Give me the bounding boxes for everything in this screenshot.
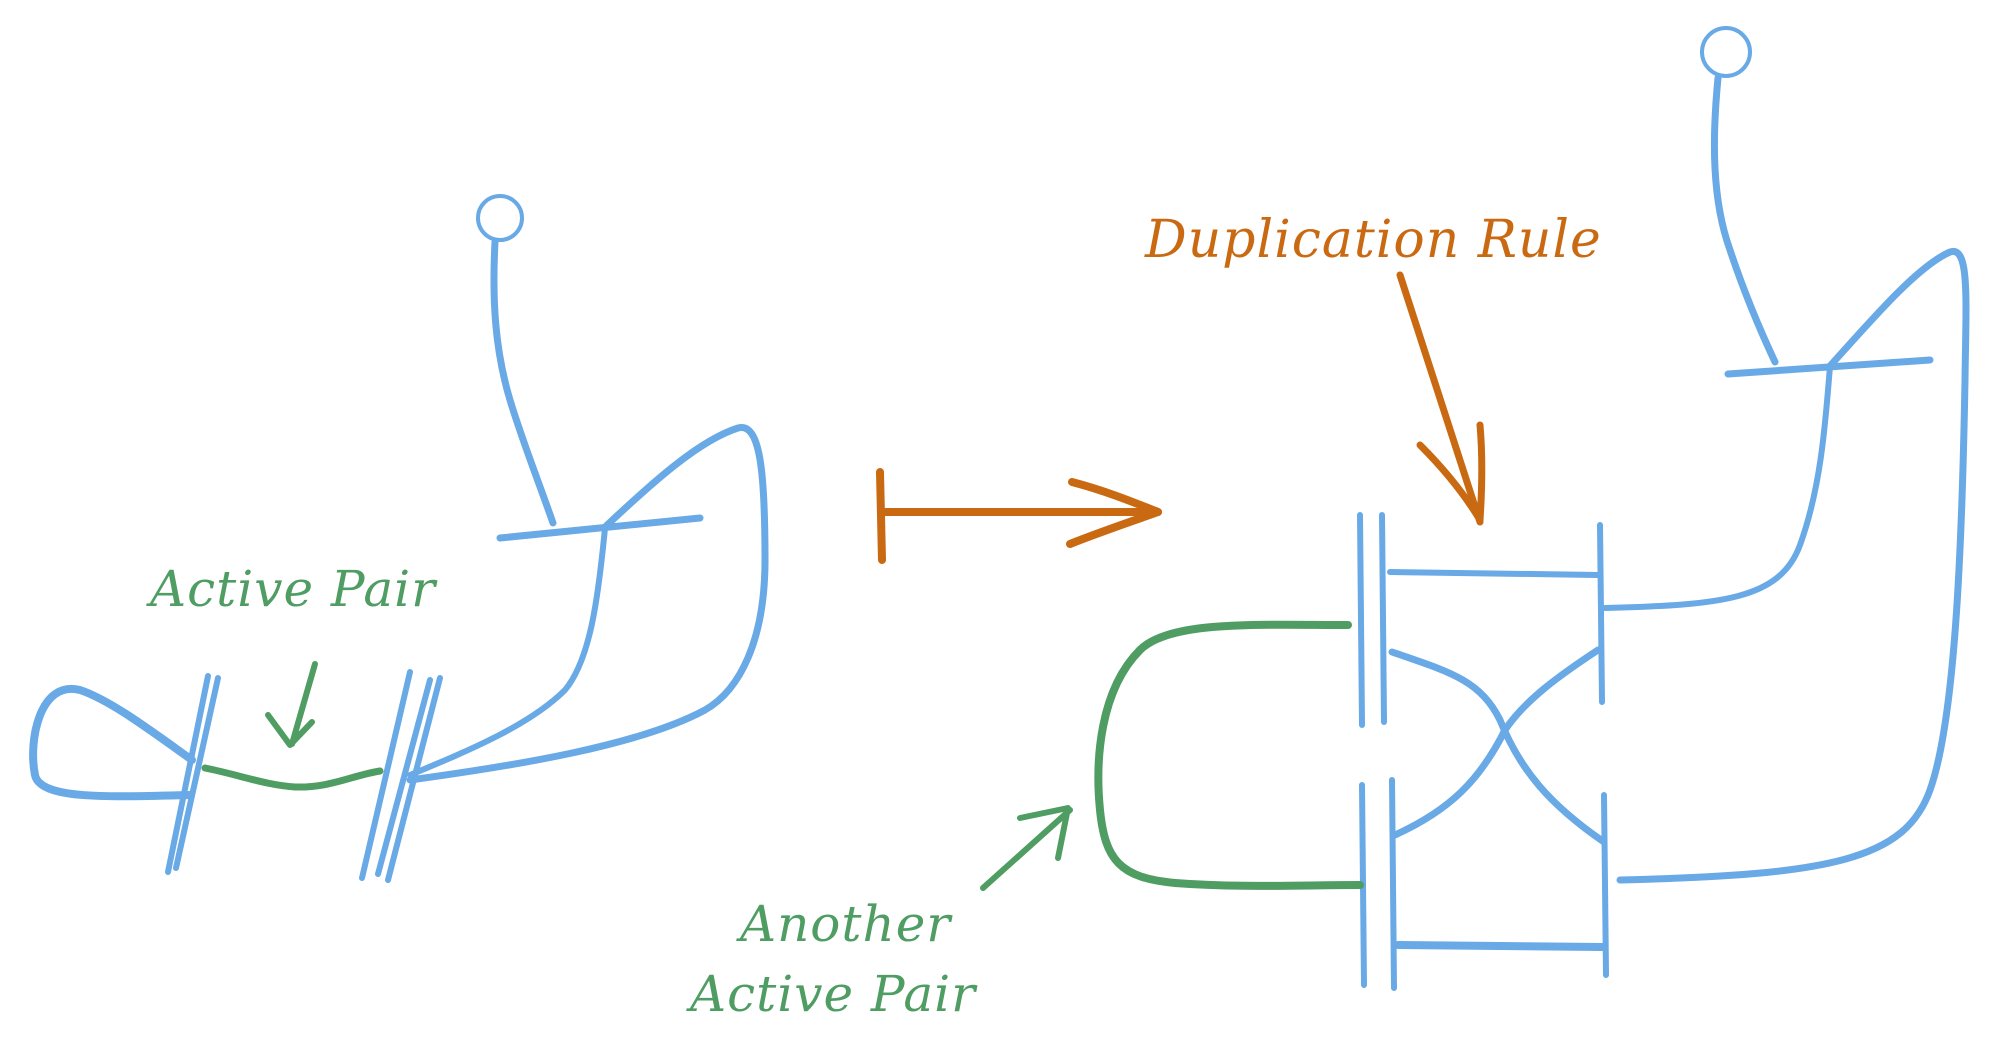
another-active-pair-label-line-2: Active Pair [690, 965, 977, 1023]
left-net [29, 194, 769, 883]
left-agent-b-line-3 [375, 677, 433, 877]
left-root-marker-icon [476, 194, 524, 242]
another-active-pair-label-line-1: Another [740, 895, 952, 953]
right-agent-bl-line-2 [1389, 777, 1397, 991]
right-root-marker-icon [1700, 26, 1752, 78]
right-agent-br-line [1601, 792, 1609, 978]
left-root-wire [490, 238, 557, 527]
left-self-loop-wire [29, 684, 196, 801]
right-agent-tl-line-1 [1357, 512, 1365, 728]
right-bottom-connection [1394, 941, 1606, 951]
another-active-pair-arrow-icon [980, 805, 1073, 891]
left-upper-loop-wire [406, 424, 769, 784]
left-agent-a-line-2 [173, 675, 221, 871]
left-active-pair-wire[interactable] [201, 764, 384, 791]
left-active-pair-arrow-icon [265, 661, 318, 748]
left-upper-agent-bar [496, 514, 704, 542]
right-inner-wire [1602, 363, 1833, 611]
right-agent-tr-line [1597, 522, 1605, 705]
right-outer-loop-wire [1616, 247, 1970, 884]
duplication-rule-arrow-icon [1396, 271, 1486, 526]
right-active-pair-wire[interactable] [1094, 620, 1364, 890]
duplication-rule-label: Duplication Rule [1145, 210, 1602, 270]
right-top-connection [1387, 569, 1601, 578]
left-upper-inner-wire [407, 525, 608, 778]
right-cross-wire-2 [1391, 646, 1602, 839]
left-agent-b-line-1 [359, 669, 413, 881]
left-agent-a-line-1 [165, 673, 211, 875]
active-pair-label: Active Pair [150, 560, 437, 618]
left-agent-b-line-2 [385, 675, 443, 883]
right-cross-wire-1 [1388, 648, 1608, 846]
right-agent-tl-line-2 [1379, 512, 1387, 725]
right-net [980, 26, 1970, 991]
right-root-wire [1710, 74, 1779, 366]
rewrite-arrow-icon [876, 468, 1162, 564]
